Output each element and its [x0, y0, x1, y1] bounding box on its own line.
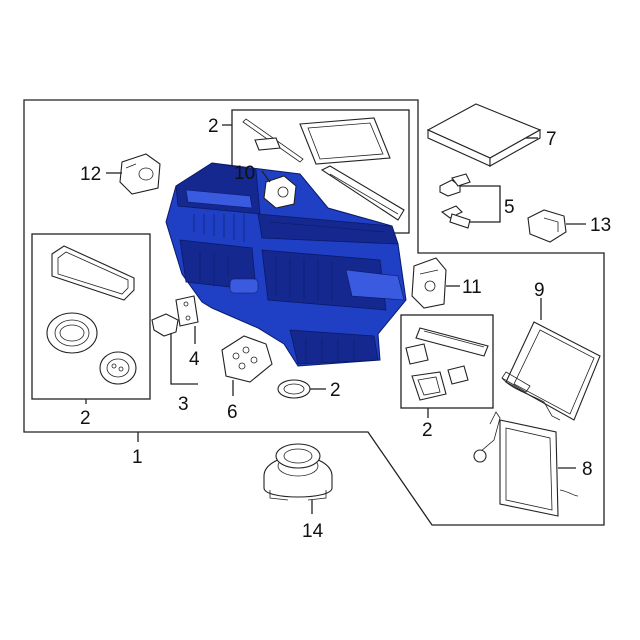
hvac-housing-highlighted	[165, 162, 407, 367]
actuator-10	[263, 175, 297, 209]
callout-3: 3	[178, 394, 189, 415]
cabin-filter-7	[426, 103, 542, 167]
sensor-3	[151, 313, 179, 337]
callout-6: 6	[227, 402, 238, 423]
callout-2-top: 2	[208, 116, 219, 137]
seal-kit-top-box	[222, 109, 410, 234]
seal-kit-right-box	[400, 314, 494, 409]
callout-labels: 1 2 2 2 2 3 4 5 6 7 8 9 10 11 12 13 14	[80, 116, 611, 542]
callout-2-gasket: 2	[330, 380, 341, 401]
gasket-4	[175, 295, 199, 327]
callout-8: 8	[582, 459, 593, 480]
callout-14: 14	[302, 521, 324, 542]
leader-lines	[85, 137, 586, 514]
callout-10: 10	[234, 163, 255, 184]
heater-core-9	[501, 321, 601, 421]
bracket-6	[221, 335, 273, 383]
callout-13: 13	[590, 215, 611, 236]
sensor-13	[527, 209, 567, 243]
callout-1: 1	[132, 447, 143, 468]
gasket-ring	[277, 379, 311, 399]
blower-motor-14	[263, 443, 333, 501]
actuator-12	[119, 153, 161, 195]
callout-5: 5	[504, 197, 515, 218]
evaporator-8	[473, 411, 579, 517]
callout-11: 11	[462, 277, 482, 298]
assembly-outline	[23, 99, 605, 526]
fasteners-5	[439, 173, 471, 229]
callout-4: 4	[189, 349, 200, 370]
actuator-11	[411, 257, 447, 309]
seal-kit-left-box	[31, 233, 151, 400]
callout-2-right: 2	[422, 420, 433, 441]
callout-9: 9	[534, 280, 545, 301]
callout-7: 7	[546, 129, 557, 150]
callout-12: 12	[80, 164, 101, 185]
callout-2-left: 2	[80, 408, 91, 429]
